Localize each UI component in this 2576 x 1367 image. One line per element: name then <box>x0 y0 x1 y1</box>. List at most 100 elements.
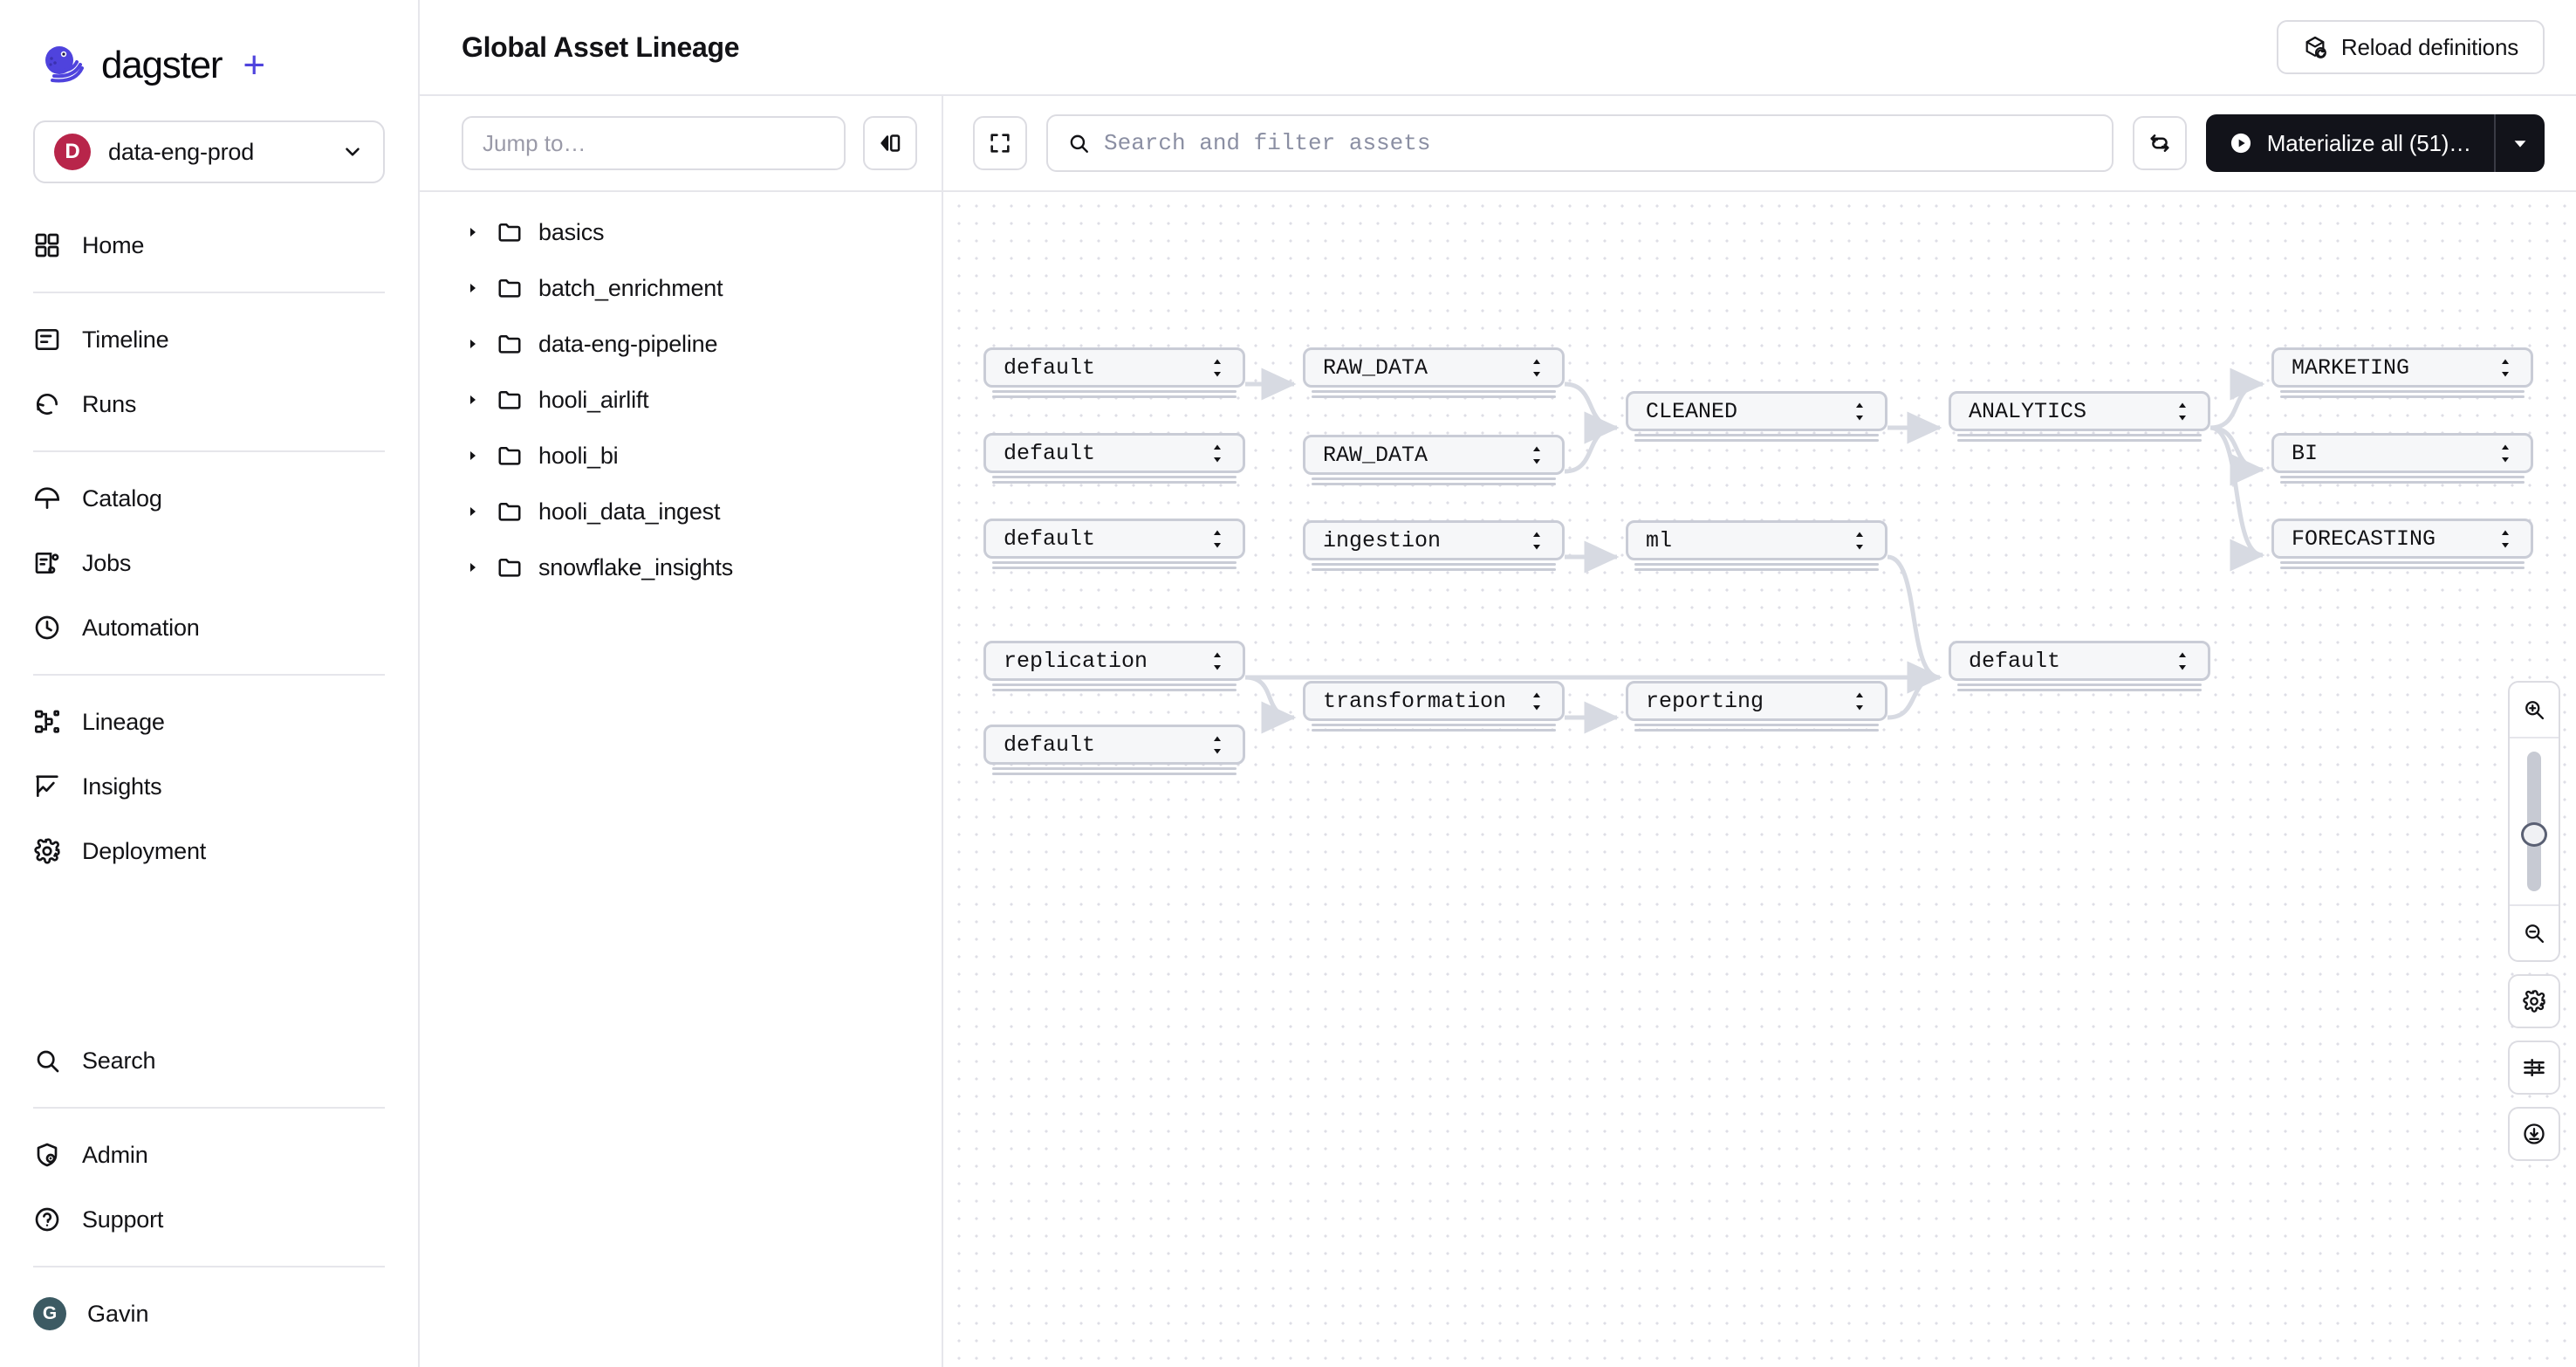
tree-item-hooli-airlift[interactable]: hooli_airlift <box>420 372 942 428</box>
chevron-updown-icon[interactable] <box>1209 444 1225 463</box>
fit-to-screen-button[interactable] <box>973 116 1027 170</box>
chevron-updown-icon[interactable] <box>2175 652 2190 670</box>
tree-item-hooli-bi[interactable]: hooli_bi <box>420 428 942 484</box>
chevron-updown-icon[interactable] <box>2497 359 2513 377</box>
materialize-all-main[interactable]: Materialize all (51)… <box>2206 114 2494 172</box>
chevron-updown-icon[interactable] <box>1852 532 1867 550</box>
triangle-right-icon[interactable] <box>465 393 481 407</box>
asset-node[interactable]: default <box>983 433 1245 473</box>
asset-node[interactable]: FORECASTING <box>2271 519 2533 559</box>
asset-node[interactable]: BI <box>2271 433 2533 473</box>
asset-node[interactable]: default <box>983 519 1245 559</box>
collapse-panel-button[interactable] <box>863 116 917 170</box>
gear-icon <box>33 837 61 865</box>
triangle-right-icon[interactable] <box>465 337 481 351</box>
chevron-updown-icon[interactable] <box>1529 692 1545 711</box>
sidebar-item-timeline[interactable]: Timeline <box>0 307 418 372</box>
asset-node[interactable]: default <box>983 725 1245 765</box>
zoom-slider[interactable] <box>2510 738 2559 904</box>
asset-node[interactable]: reporting <box>1626 681 1887 721</box>
asset-node[interactable]: default <box>1949 641 2210 681</box>
chevron-updown-icon[interactable] <box>1209 736 1225 754</box>
chevron-updown-icon[interactable] <box>1852 692 1867 711</box>
lineage-edges <box>1244 368 2265 734</box>
chevron-updown-icon[interactable] <box>1529 446 1545 464</box>
asset-node-label: MARKETING <box>2292 354 2410 381</box>
asset-node[interactable]: CLEANED <box>1626 391 1887 431</box>
nav-divider <box>33 674 385 676</box>
chevron-updown-icon[interactable] <box>2497 530 2513 548</box>
graph-settings-button[interactable] <box>2508 974 2560 1028</box>
refresh-button[interactable] <box>2132 116 2187 170</box>
chevron-updown-icon[interactable] <box>1529 359 1545 377</box>
tree-item-snowflake-insights[interactable]: snowflake_insights <box>420 539 942 595</box>
user-menu[interactable]: G Gavin <box>0 1281 418 1346</box>
asset-node[interactable]: transformation <box>1303 681 1565 721</box>
lineage-edge <box>1564 381 1620 444</box>
jump-to-input[interactable] <box>462 116 846 170</box>
zoom-out-button[interactable] <box>2510 906 2559 960</box>
triangle-right-icon[interactable] <box>465 449 481 463</box>
sidebar-item-insights[interactable]: Insights <box>0 754 418 819</box>
sidebar-item-automation[interactable]: Automation <box>0 595 418 660</box>
sidebar-item-jobs[interactable]: Jobs <box>0 531 418 595</box>
sidebar-item-admin[interactable]: Admin <box>0 1123 418 1187</box>
chevron-updown-icon[interactable] <box>2497 444 2513 463</box>
asset-node-label: default <box>1969 648 2061 674</box>
zoom-in-button[interactable] <box>2510 683 2559 737</box>
asset-search-field[interactable] <box>1046 114 2114 172</box>
chevron-updown-icon[interactable] <box>1209 359 1225 377</box>
folder-icon <box>498 391 521 409</box>
asset-node[interactable]: MARKETING <box>2271 347 2533 388</box>
asset-node[interactable]: replication <box>983 641 1245 681</box>
tree-item-hooli-data-ingest[interactable]: hooli_data_ingest <box>420 484 942 539</box>
zoom-slider-thumb[interactable] <box>2521 822 2547 847</box>
graph-filters-button[interactable] <box>2508 1041 2560 1095</box>
triangle-right-icon[interactable] <box>465 560 481 574</box>
search-input[interactable] <box>1104 130 2093 156</box>
tree-item-data-eng-pipeline[interactable]: data-eng-pipeline <box>420 316 942 372</box>
asset-node[interactable]: RAW_DATA <box>1303 347 1565 388</box>
reload-definitions-button[interactable]: Reload definitions <box>2276 20 2545 74</box>
chevron-updown-icon[interactable] <box>1852 402 1867 421</box>
search-icon <box>33 1047 61 1075</box>
cube-reload-icon <box>2305 36 2326 58</box>
sidebar-item-lineage[interactable]: Lineage <box>0 690 418 754</box>
tree-item-label: hooli_data_ingest <box>538 498 721 525</box>
chevron-updown-icon[interactable] <box>1209 652 1225 670</box>
play-icon <box>2230 133 2251 154</box>
chevron-updown-icon[interactable] <box>1209 530 1225 548</box>
sidebar-item-home[interactable]: Home <box>0 213 418 278</box>
materialize-dropdown-button[interactable] <box>2496 114 2545 172</box>
asset-node[interactable]: ml <box>1626 520 1887 560</box>
folder-icon <box>498 335 521 354</box>
brand-logo[interactable]: dagster + <box>0 0 418 96</box>
sidebar-item-catalog[interactable]: Catalog <box>0 466 418 531</box>
materialize-all-button[interactable]: Materialize all (51)… <box>2205 114 2545 172</box>
tree-item-basics[interactable]: basics <box>420 204 942 260</box>
sidebar-item-deployment[interactable]: Deployment <box>0 819 418 883</box>
sidebar-item-search[interactable]: Search <box>0 1028 418 1093</box>
organization-selector[interactable]: D data-eng-prod <box>33 120 385 183</box>
sidebar-item-runs[interactable]: Runs <box>0 372 418 436</box>
asset-node-label: replication <box>1004 648 1148 674</box>
asset-node[interactable]: ingestion <box>1303 520 1565 560</box>
timeline-icon <box>33 326 61 354</box>
triangle-right-icon[interactable] <box>465 225 481 239</box>
shield-icon <box>33 1141 61 1169</box>
triangle-right-icon[interactable] <box>465 281 481 295</box>
question-circle-icon <box>33 1206 61 1233</box>
graph-download-button[interactable] <box>2508 1107 2560 1161</box>
chevron-updown-icon[interactable] <box>1529 532 1545 550</box>
asset-group-tree: basics batch_enrichment data-eng-pipelin… <box>420 192 943 1367</box>
lineage-edge <box>1887 554 1942 694</box>
chevron-updown-icon[interactable] <box>2175 402 2190 421</box>
asset-node[interactable]: RAW_DATA <box>1303 435 1565 475</box>
sidebar-item-support[interactable]: Support <box>0 1187 418 1252</box>
triangle-right-icon[interactable] <box>465 505 481 519</box>
asset-node[interactable]: default <box>983 347 1245 388</box>
tree-item-batch-enrichment[interactable]: batch_enrichment <box>420 260 942 316</box>
avatar: G <box>33 1297 66 1330</box>
asset-node[interactable]: ANALYTICS <box>1949 391 2210 431</box>
